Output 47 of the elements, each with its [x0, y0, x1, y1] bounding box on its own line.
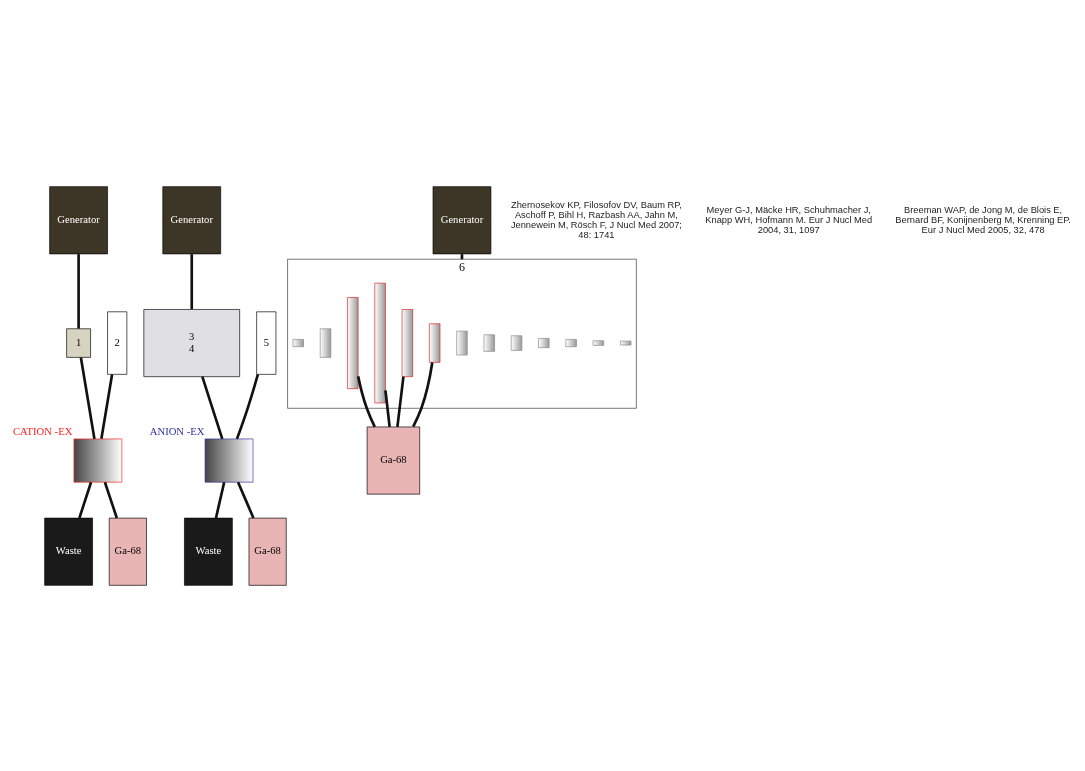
connector — [79, 356, 96, 439]
node-box: 3 4 — [143, 308, 240, 377]
node-bar — [510, 334, 523, 351]
node-bar — [292, 338, 304, 347]
connector — [384, 389, 391, 427]
label: Meyer G-J, Mäcke HR, Schuhmacher J, Knapp WH, Hofmann M. Eur J Nucl Med 2004, 31, 1097 — [705, 204, 873, 235]
node-bar — [374, 282, 386, 403]
node-bar — [401, 308, 414, 377]
node-box: Generator — [49, 185, 108, 254]
connector — [396, 376, 405, 427]
connector — [356, 375, 376, 427]
node-label: ANION -EX — [149, 425, 205, 437]
node-bar — [538, 337, 550, 348]
node-box: Waste — [184, 517, 233, 586]
node-bar — [565, 338, 577, 347]
node-bar — [429, 322, 441, 363]
node-bar — [347, 296, 359, 389]
connector — [77, 253, 80, 329]
connector — [78, 481, 93, 518]
connector — [100, 373, 114, 439]
connector — [412, 361, 434, 427]
node-box: Ga-68 — [248, 517, 287, 586]
connector — [103, 481, 119, 518]
node-box — [73, 438, 123, 482]
node-box: Generator — [162, 185, 222, 254]
node-bar — [483, 333, 495, 352]
node-box: Ga-68 — [366, 426, 421, 494]
connector — [235, 373, 260, 439]
connector — [236, 481, 255, 519]
connector — [214, 481, 226, 518]
node-bar — [319, 327, 332, 358]
node-bar — [592, 339, 605, 346]
node-box: Generator — [432, 185, 492, 254]
node-bar — [456, 330, 468, 355]
node-box: 2 — [107, 310, 128, 375]
connector — [201, 375, 224, 439]
label: Breeman WAP, de Jong M, de Blois E, Bernard BF, Konijnenberg M, Krenning EP. Eur J Nucl Med 2005, 32, 478 — [895, 204, 1071, 235]
label: Zhernosekov KP, Filosofov DV, Baum RP, Aschoff P, Bihl H, Razbash AA, Jahn M, Jennewein M, Rösch F, J Nucl Med 2007; 48: 1741 — [510, 199, 682, 240]
node-box: 1 — [66, 327, 91, 358]
node-box: Ga-68 — [108, 517, 147, 586]
node-box: 5 — [256, 310, 277, 375]
node-label: CATION -EX — [12, 425, 73, 437]
node-box: Waste — [44, 517, 93, 586]
node-box — [204, 438, 254, 482]
cluster: 6 — [287, 258, 637, 409]
connector — [190, 253, 194, 309]
node-bar — [620, 340, 632, 345]
